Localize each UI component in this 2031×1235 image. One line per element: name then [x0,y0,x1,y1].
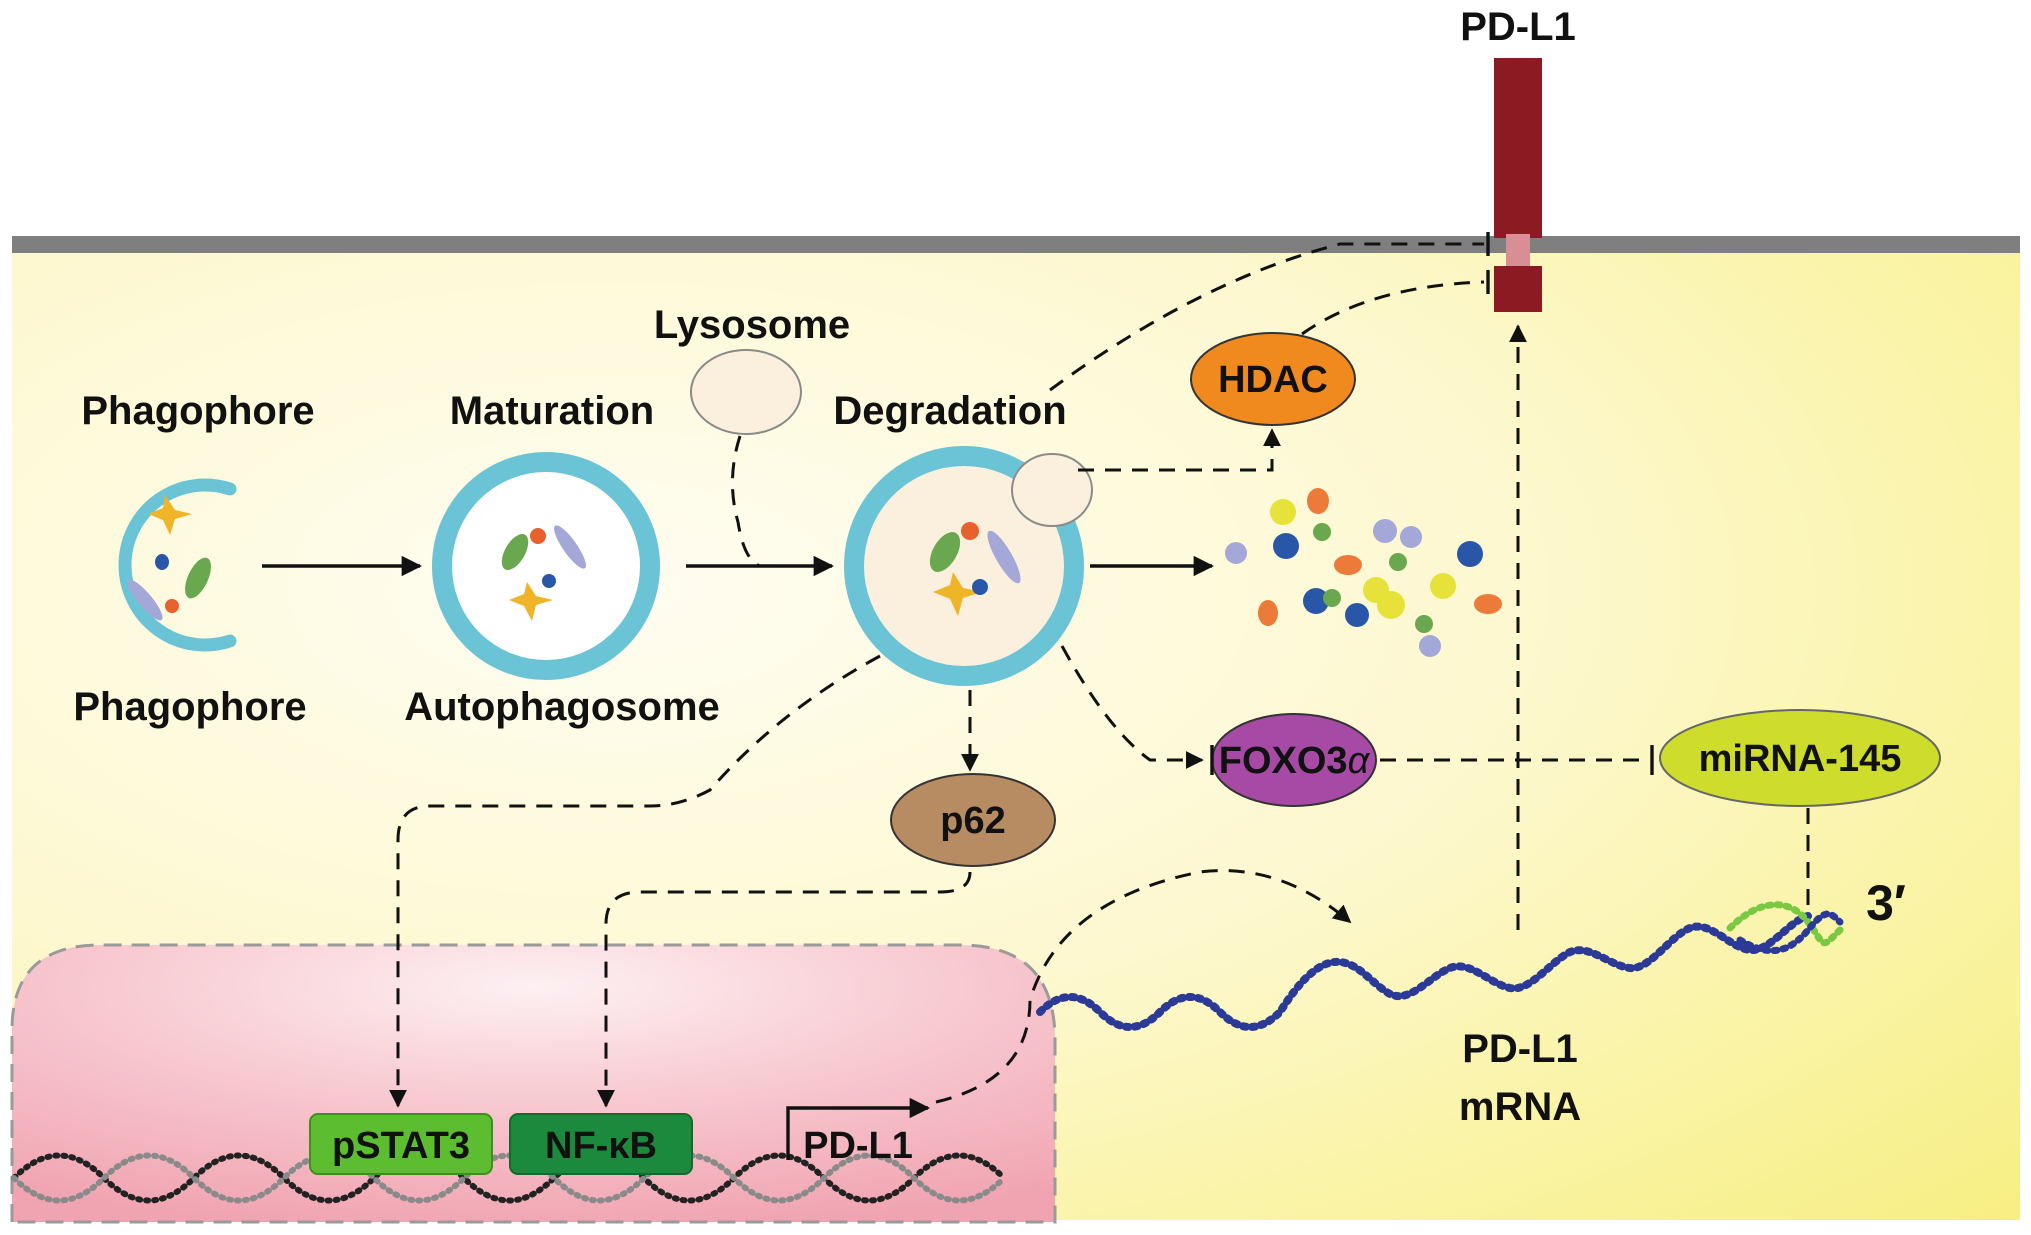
three-prime-label: 3′ [1866,875,1906,931]
hdac-label: HDAC [1218,359,1328,401]
pdl1-receptor-intracellular [1494,266,1542,312]
arrow-to-foxo3a [1060,645,1204,769]
phagophore-bottom-label: Phagophore [73,685,306,729]
pathway-p62-to-nfkb [597,871,972,1108]
pdl1-gene-label: PD-L1 [803,1125,913,1167]
cargo-leaf-green-3 [929,532,961,572]
p62-node: p62 [890,773,1056,867]
phagophore-membrane [118,478,237,652]
cargo-star-2 [509,582,553,621]
product-dot [1334,555,1362,575]
cargo-rod-purple-2 [554,525,586,569]
foxo3a-label: FOXO3α [1219,740,1371,782]
pstat3-box: pSTAT3 [309,1113,493,1175]
pathway-to-pstat3 [389,654,881,1108]
maturation-label: Maturation [450,389,654,433]
product-dot [1389,553,1407,571]
phagophore [118,478,237,652]
cargo-dot-blue-1 [155,554,169,570]
cargo-dot-blue-2 [542,574,556,588]
degradation-products [1225,488,1502,657]
cargo-dot-blue-3 [972,579,988,595]
product-dot [1313,523,1331,541]
product-dot [1373,519,1397,543]
product-dot [1474,594,1502,614]
product-dot [1225,542,1247,564]
product-dot [1415,615,1433,633]
mirna-binding-strand-1 [1726,901,1844,947]
cargo-leaf-green-2 [501,533,529,571]
phagophore-top-label: Phagophore [81,389,314,433]
pdl1-receptor [1494,58,1542,312]
dna-strand-1 [11,1152,1007,1204]
pathway-to-pdl1-1 [1049,242,1484,392]
mirna145-node: miRNA-145 [1659,709,1941,807]
transcription-start-arrow [786,1097,931,1160]
mirna-binding-strand-2 [1736,910,1844,955]
cargo-dot-orange-1 [165,599,179,613]
pstat3-label: pSTAT3 [332,1125,470,1167]
autophagosome-label: Autophagosome [404,685,720,729]
pdl1-mrna-label-line2: mRNA [1459,1085,1581,1129]
cargo-star-3 [933,572,982,616]
product-dot [1345,603,1369,627]
product-dot [1419,635,1441,657]
product-dot [1307,488,1329,514]
nfkb-box: NF-κB [509,1113,693,1175]
cargo-dot-orange-2 [530,528,546,544]
product-dot [1430,573,1456,599]
product-dot [1377,591,1405,619]
product-dot [1270,499,1296,525]
cargo-dot-orange-3 [961,522,979,540]
product-dot [1303,588,1329,614]
mrna-export-arc [935,869,1352,1104]
arrow-to-hdac [1078,428,1281,472]
mirna145-label: miRNA-145 [1699,738,1902,780]
cargo-rod-purple-3 [987,530,1021,584]
pdl1-receptor-transmembrane [1506,234,1530,268]
lysosome-label: Lysosome [654,303,850,347]
nucleus [10,943,1057,1224]
pdl1-mrna-label-line1: PD-L1 [1462,1027,1578,1071]
product-dot [1457,541,1483,567]
degradation-label: Degradation [833,389,1066,433]
nfkb-label: NF-κB [545,1125,657,1167]
lysosome-fusion-path [731,435,761,568]
product-dot [1258,600,1278,626]
fused-lysosome [1011,453,1093,527]
cell-membrane [12,236,2020,253]
autophagosome-membrane [432,452,660,680]
product-dot [1323,589,1341,607]
pdl1-surface-label: PD-L1 [1460,5,1576,49]
product-dot [1400,526,1422,548]
hdac-node: HDAC [1190,332,1356,426]
mirna-binding-site [1726,901,1844,955]
foxo3a-label-greek: α [1348,740,1371,782]
pdl1-receptor-extracellular [1494,58,1542,238]
cargo-leaf-green-1 [185,557,211,599]
product-dot [1273,533,1299,559]
autolysosome [844,446,1093,686]
foxo3a-label-text: FOXO3 [1219,740,1348,782]
p62-label: p62 [940,800,1005,842]
cargo-rod-purple-1 [127,579,163,621]
foxo3a-node: FOXO3α [1211,713,1377,807]
lysosome [690,349,802,435]
pdl1-mrna-strand [1036,912,1812,1031]
cargo-star-1 [148,495,192,535]
pathway-to-pdl1-2 [1301,280,1485,336]
autophagosome [432,452,660,680]
